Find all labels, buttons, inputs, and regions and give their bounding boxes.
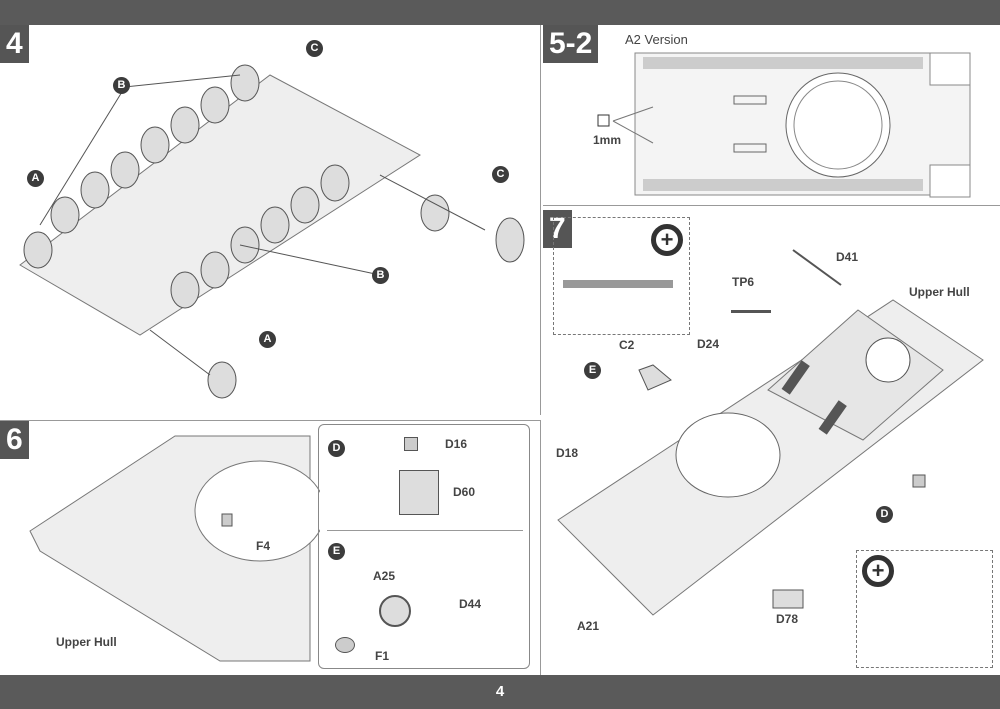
label-upper-hull: Upper Hull (56, 635, 117, 649)
label-a21: A21 (577, 619, 600, 633)
hull-top-drawing (597, 52, 971, 198)
page-number: 4 (0, 675, 1000, 709)
callout-c: C (306, 40, 323, 57)
hull-bottom-drawing (19, 64, 525, 399)
callout-d: D (328, 440, 345, 457)
callout-a: A (259, 331, 276, 348)
step-number: 6 (0, 421, 29, 459)
top-bar (0, 0, 1000, 25)
label-d60: D60 (453, 485, 476, 499)
zoom-icon: + (651, 224, 683, 256)
callout-b: B (372, 267, 389, 284)
callout-e: E (584, 362, 601, 379)
label-d18: D18 (556, 446, 579, 460)
callout-d: D (876, 506, 893, 523)
step-7-panel: 7 + + D41 TP6 Upper Hull C2 D24 E D18 D … (543, 210, 1000, 675)
label-d78: D78 (776, 612, 799, 626)
label-upper-hull: Upper Hull (909, 285, 970, 299)
label-f1: F1 (375, 649, 390, 663)
step-4-panel: 4 A B C A B C (0, 25, 541, 415)
zoom-icon: + (862, 555, 894, 587)
label-c2: C2 (619, 338, 635, 352)
callout-b: B (113, 77, 130, 94)
label-d16: D16 (445, 437, 468, 451)
step-number: 4 (0, 25, 29, 63)
label-f4: F4 (256, 539, 271, 553)
step-6-panel: 6 F4 Upper Hull D D16 D60 E A25 D44 F1 (0, 420, 541, 675)
label-d44: D44 (459, 597, 482, 611)
step-5-2-panel: 5-2 A2 Version 1mm (543, 25, 1000, 206)
callout-c: C (492, 166, 509, 183)
label-tp6: TP6 (732, 275, 755, 289)
upper-hull-assembly-drawing (557, 249, 984, 616)
label-d24: D24 (697, 337, 720, 351)
step-number: 7 (543, 210, 572, 248)
upper-hull-drawing (29, 435, 320, 662)
detail-inset-bracket (856, 550, 993, 668)
callout-e: E (328, 543, 345, 560)
callout-a: A (27, 170, 44, 187)
sub-panel-d-e: D D16 D60 E A25 D44 F1 (318, 424, 530, 669)
drill-size-label: 1mm (593, 133, 622, 147)
detail-inset-vent (553, 217, 690, 335)
label-a25: A25 (373, 569, 396, 583)
step-number: 5-2 (543, 25, 599, 63)
version-title: A2 Version (625, 32, 688, 47)
label-d41: D41 (836, 250, 859, 264)
